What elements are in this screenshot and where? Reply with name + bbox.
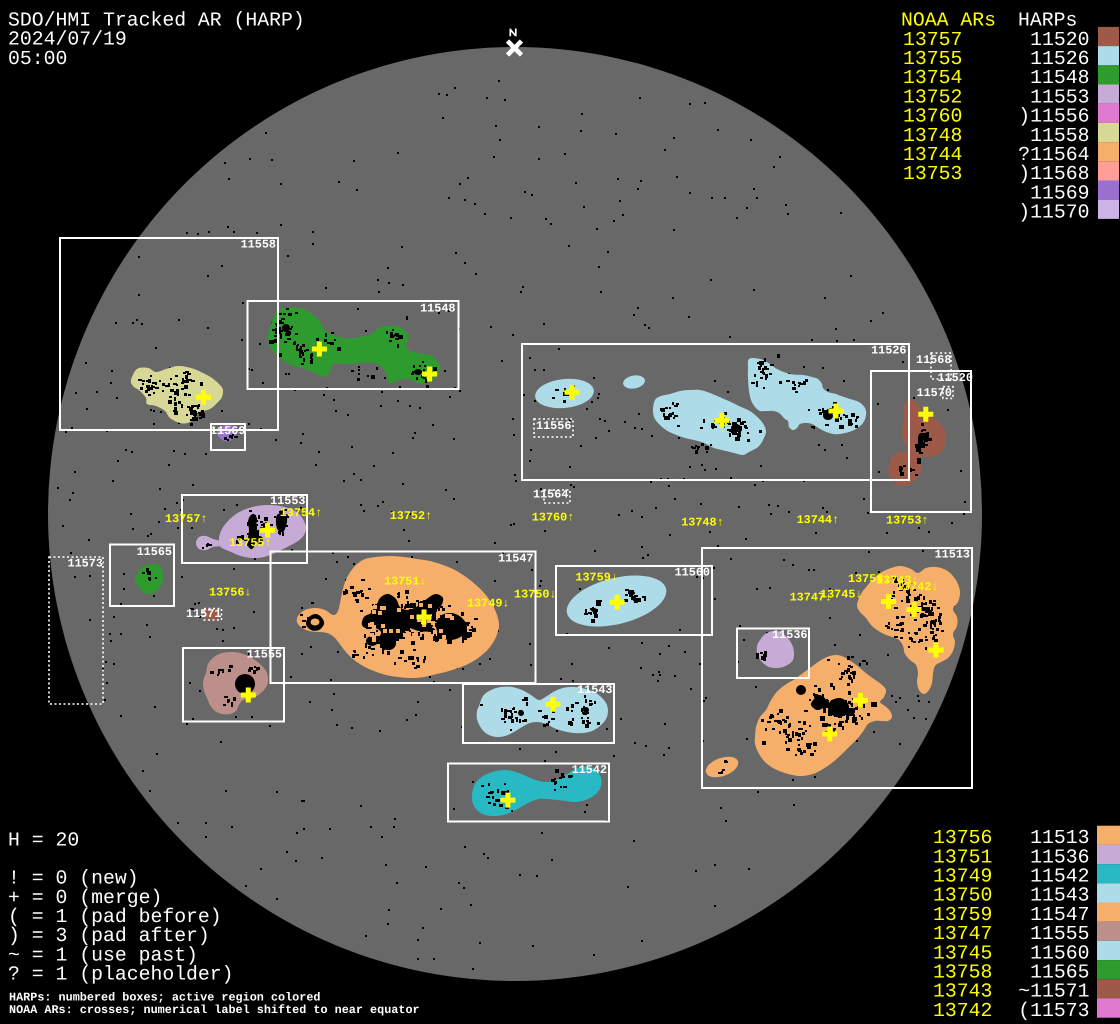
svg-text:)11556: )11556	[1018, 106, 1089, 128]
svg-text:11513: 11513	[935, 547, 970, 561]
svg-text:( = 1 (pad before): ( = 1 (pad before)	[8, 906, 222, 928]
svg-text:11565: 11565	[1018, 962, 1089, 984]
svg-text:! = 0 (new): ! = 0 (new)	[8, 868, 139, 890]
svg-text:11547: 11547	[498, 551, 533, 565]
svg-text:11543: 11543	[577, 683, 612, 697]
svg-text:11553: 11553	[1018, 86, 1089, 108]
svg-text:13749: 13749	[933, 866, 992, 888]
svg-text:13760: 13760	[903, 106, 962, 128]
svg-text:13742↓: 13742↓	[896, 580, 938, 594]
svg-text:13748: 13748	[903, 125, 962, 147]
svg-text:05:00: 05:00	[8, 48, 67, 70]
svg-text:11555: 11555	[1018, 923, 1089, 945]
svg-text:11526: 11526	[871, 343, 906, 357]
svg-text:13747↓: 13747↓	[790, 590, 832, 604]
svg-text:13744: 13744	[903, 144, 962, 166]
svg-text:13748↑: 13748↑	[681, 515, 723, 529]
svg-text:13756↓: 13756↓	[209, 585, 251, 599]
svg-text:11571: 11571	[186, 607, 221, 621]
svg-text:? = 1 (placeholder): ? = 1 (placeholder)	[8, 964, 234, 986]
svg-text:HARPs: numbered boxes; active: HARPs: numbered boxes; active region col…	[9, 990, 321, 1004]
svg-text:13750↓: 13750↓	[514, 587, 556, 601]
svg-text:13758: 13758	[933, 962, 992, 984]
svg-text:13755↑: 13755↑	[229, 536, 271, 550]
svg-text:13742: 13742	[933, 1000, 992, 1022]
svg-text:11569: 11569	[1018, 182, 1089, 204]
svg-text:NOAA ARs: NOAA ARs	[901, 10, 996, 32]
svg-text:11555: 11555	[247, 647, 282, 661]
svg-text:11536: 11536	[772, 628, 807, 642]
svg-text:13754: 13754	[903, 67, 962, 89]
svg-text:13754↑: 13754↑	[280, 506, 322, 520]
svg-text:13759↓: 13759↓	[575, 570, 617, 584]
svg-text:13753↑: 13753↑	[886, 514, 928, 528]
svg-text:11560: 11560	[1018, 942, 1089, 964]
svg-text:11543: 11543	[1018, 885, 1089, 907]
svg-text:~ = 1 (use past): ~ = 1 (use past)	[8, 944, 198, 966]
svg-text:13750: 13750	[933, 885, 992, 907]
svg-text:13752: 13752	[903, 86, 962, 108]
svg-text:13745: 13745	[933, 942, 992, 964]
svg-text:11560: 11560	[675, 565, 710, 579]
svg-text:13744↑: 13744↑	[797, 513, 839, 527]
svg-text:HARPs: HARPs	[1018, 10, 1077, 32]
svg-text:?11564: ?11564	[1018, 144, 1089, 166]
svg-text:13749↓: 13749↓	[467, 596, 509, 610]
svg-text:11564: 11564	[533, 487, 568, 501]
svg-text:11513: 11513	[1018, 827, 1089, 849]
svg-text:11520: 11520	[1018, 29, 1089, 51]
svg-text:13751: 13751	[933, 846, 992, 868]
svg-text:SDO/HMI Tracked AR (HARP): SDO/HMI Tracked AR (HARP)	[8, 10, 305, 32]
svg-text:11520: 11520	[938, 371, 973, 385]
svg-text:13757: 13757	[903, 29, 962, 51]
svg-text:NOAA ARs: crosses; numerical l: NOAA ARs: crosses; numerical label shift…	[9, 1003, 420, 1017]
svg-text:11542: 11542	[572, 763, 607, 777]
svg-text:11558: 11558	[241, 237, 276, 251]
svg-text:11556: 11556	[536, 419, 571, 433]
svg-text:11569: 11569	[210, 424, 245, 438]
svg-text:11548: 11548	[420, 301, 455, 315]
svg-text:13745↓: 13745↓	[820, 587, 862, 601]
svg-text:11536: 11536	[1018, 846, 1089, 868]
svg-text:11526: 11526	[1018, 48, 1089, 70]
svg-text:13755: 13755	[903, 48, 962, 70]
svg-text:)11570: )11570	[1018, 202, 1089, 224]
svg-text:2024/07/19: 2024/07/19	[8, 29, 127, 51]
svg-text:)11568: )11568	[1018, 163, 1089, 185]
svg-text:13760↑: 13760↑	[532, 511, 574, 525]
svg-text:) = 3 (pad after): ) = 3 (pad after)	[8, 925, 210, 947]
svg-text:13743↓: 13743↓	[876, 573, 918, 587]
svg-text:13756: 13756	[933, 827, 992, 849]
svg-text:11547: 11547	[1018, 904, 1089, 926]
svg-text:13752↑: 13752↑	[390, 509, 432, 523]
svg-text:11568: 11568	[916, 353, 951, 367]
svg-text:13743: 13743	[933, 981, 992, 1003]
svg-text:13747: 13747	[933, 923, 992, 945]
svg-text:11548: 11548	[1018, 67, 1089, 89]
svg-text:+ = 0 (merge): + = 0 (merge)	[8, 887, 162, 909]
svg-text:13753: 13753	[903, 163, 962, 185]
svg-text:11570: 11570	[917, 386, 952, 400]
svg-text:11542: 11542	[1018, 866, 1089, 888]
svg-text:13757↑: 13757↑	[165, 512, 207, 526]
svg-text:~11571: ~11571	[1018, 981, 1089, 1003]
svg-text:H = 20: H = 20	[8, 830, 79, 852]
svg-text:11573: 11573	[68, 556, 103, 570]
svg-text:11565: 11565	[137, 545, 172, 559]
svg-text:13758↓: 13758↓	[848, 572, 890, 586]
svg-text:11553: 11553	[270, 494, 305, 508]
svg-text:13759: 13759	[933, 904, 992, 926]
svg-text:11558: 11558	[1018, 125, 1089, 147]
svg-text:13751↓: 13751↓	[384, 574, 426, 588]
svg-text:(11573: (11573	[1018, 1000, 1089, 1022]
